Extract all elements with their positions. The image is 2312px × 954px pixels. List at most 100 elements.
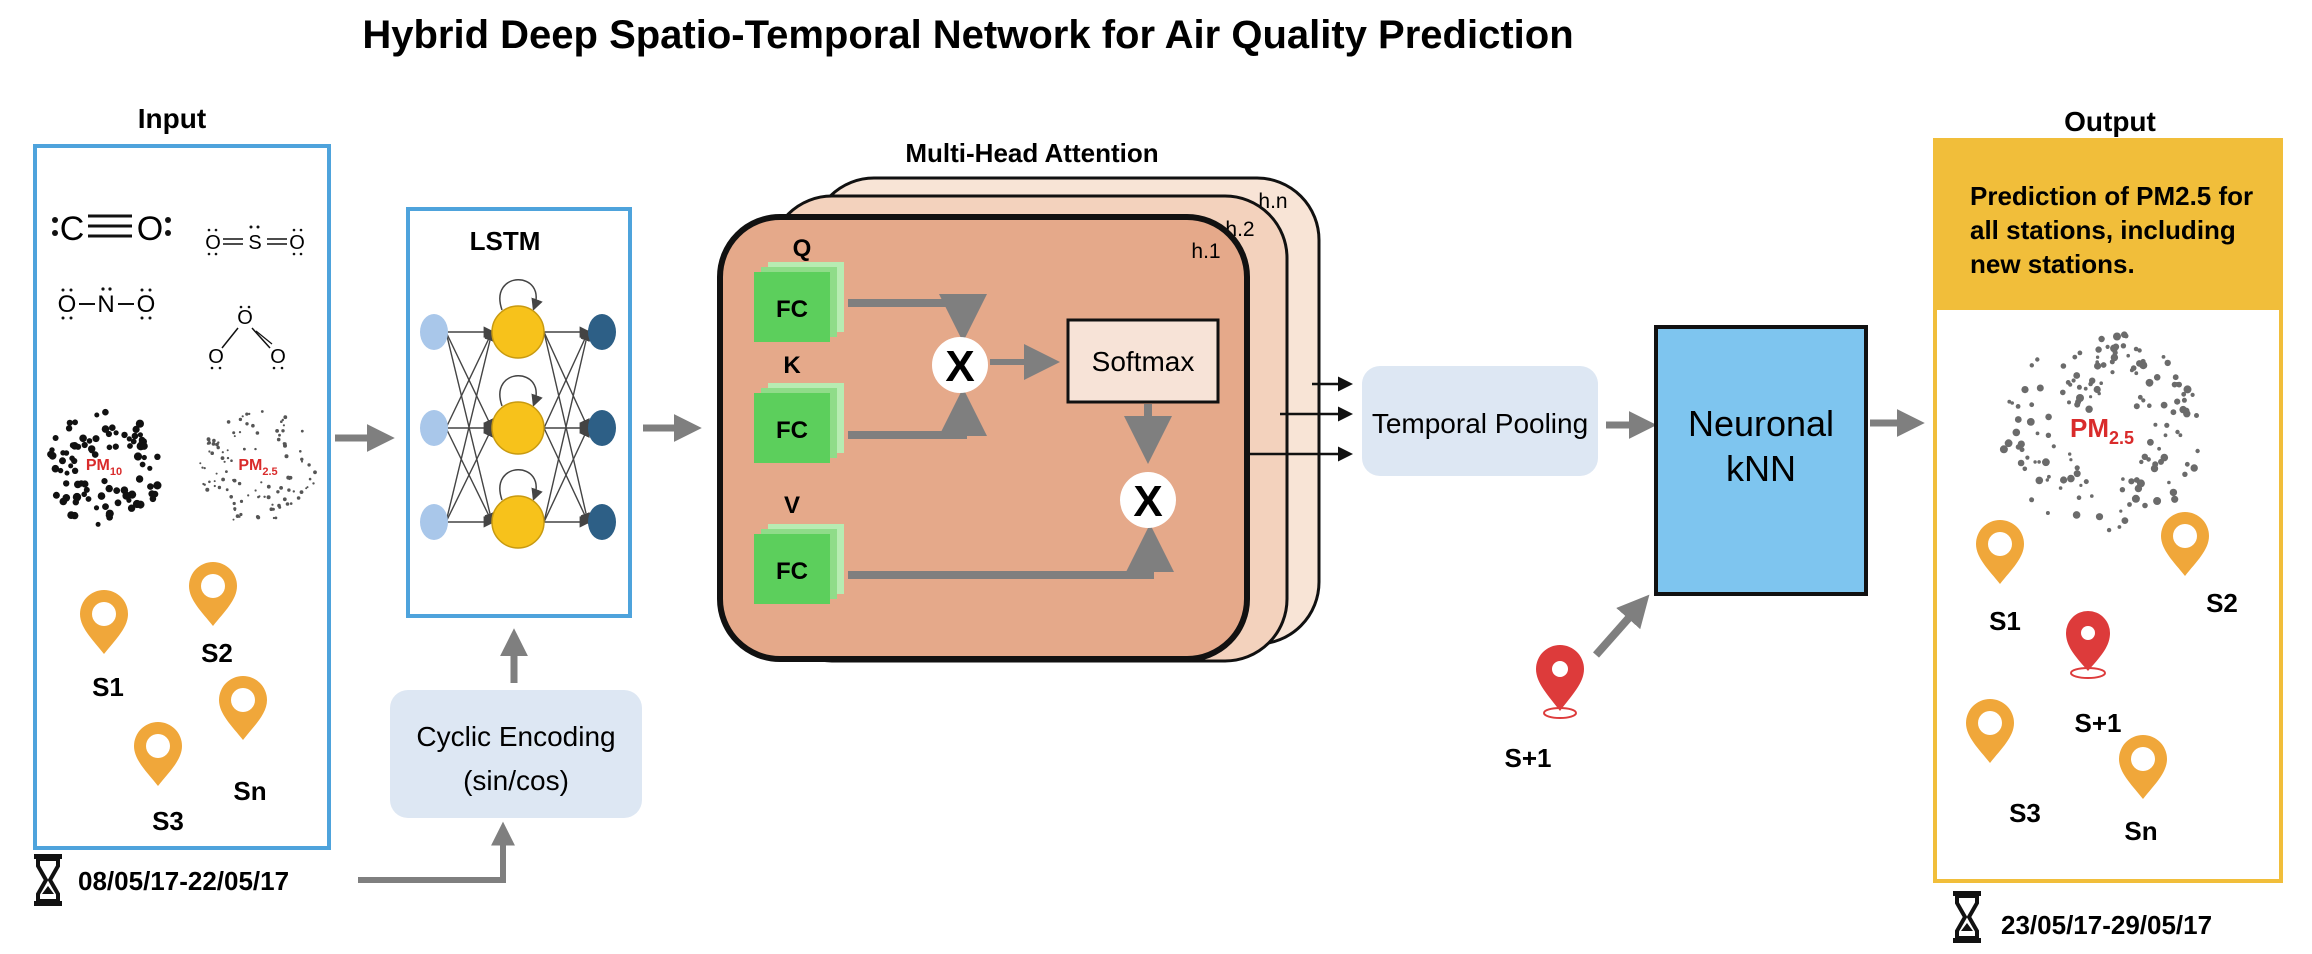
so2-sulfur-label: S <box>248 232 261 254</box>
location-pin-icon <box>1966 699 2014 763</box>
particle-dot <box>217 485 222 490</box>
matmul-v-node <box>1120 472 1176 528</box>
matmul-qk-node <box>932 337 988 393</box>
particle-dot <box>300 457 304 461</box>
particle-dot <box>153 481 162 490</box>
particle-dot <box>2074 401 2081 408</box>
particle-dot <box>91 451 99 458</box>
particle-dot <box>2029 497 2035 503</box>
particle-dot <box>2033 460 2037 464</box>
particle-dot <box>2099 381 2103 386</box>
particle-dot <box>2131 494 2140 503</box>
particle-dot <box>2076 495 2082 501</box>
lstm-edge <box>543 425 590 523</box>
no2-molecule-icon: O N O <box>58 287 155 320</box>
particle-dot <box>2060 389 2066 396</box>
lstm-edge <box>445 329 496 523</box>
particle-dot <box>2178 433 2183 438</box>
pm25-label: PM2.5 <box>238 457 277 478</box>
particle-dot <box>135 419 144 428</box>
particle-dot <box>2152 461 2159 468</box>
particle-dot <box>2182 471 2188 477</box>
particle-dot <box>2147 438 2154 446</box>
lstm-recurrent-loop <box>499 279 543 311</box>
particle-dot <box>2153 422 2158 427</box>
particle-dot <box>2142 502 2148 509</box>
input-station-label: S1 <box>92 672 124 702</box>
particle-dot <box>109 424 116 432</box>
lstm-recurrent-loop <box>499 375 543 407</box>
new-station-pin-icon <box>1536 645 1584 719</box>
particle-dot <box>59 457 66 465</box>
particle-dot <box>2169 488 2178 497</box>
co-carbon-label: C <box>60 210 85 248</box>
lstm-edge <box>445 329 494 429</box>
particle-dot <box>2101 363 2105 367</box>
particle-dot <box>67 511 76 519</box>
particle-dot <box>2147 403 2152 409</box>
particle-dot <box>102 408 109 416</box>
particle-dot <box>52 435 59 441</box>
particle-dot <box>225 470 228 473</box>
particle-dot <box>69 442 76 449</box>
particle-dot <box>279 486 283 490</box>
knn-line2: kNN <box>1726 448 1796 489</box>
particle-dot <box>2106 527 2112 533</box>
prediction-line1: Prediction of PM2.5 for <box>1970 181 2253 211</box>
particle-dot <box>2145 378 2154 387</box>
no2-oxygen1-label: O <box>58 291 77 318</box>
particle-dot <box>59 497 68 506</box>
particle-dot <box>92 435 100 443</box>
particle-dot <box>65 425 73 432</box>
particle-dot <box>307 463 311 467</box>
particle-dot <box>94 412 100 418</box>
particle-dot <box>2134 484 2143 493</box>
lstm-input-node <box>420 314 448 350</box>
particle-dot <box>245 422 249 426</box>
particle-dot <box>2137 394 2143 400</box>
particle-dot <box>2127 502 2132 507</box>
particle-dot <box>2060 476 2068 484</box>
particle-dot <box>81 441 88 449</box>
o3-left-label: O <box>208 346 224 368</box>
lstm-output-node <box>588 314 616 350</box>
fc-value-block: FC <box>754 524 844 604</box>
particle-dot <box>254 447 257 451</box>
particle-dot <box>140 442 148 450</box>
particle-dot <box>132 425 140 433</box>
particle-dot <box>254 489 257 492</box>
lstm-recurrent-loop <box>499 469 543 501</box>
fc-value-label: FC <box>776 558 808 585</box>
particle-dot <box>280 420 283 424</box>
particle-dot <box>285 502 290 506</box>
particle-dot <box>2007 399 2012 404</box>
particle-dot <box>2035 357 2040 362</box>
lstm-edge <box>543 329 592 523</box>
particle-dot <box>292 490 295 493</box>
particle-dot <box>2161 355 2166 359</box>
particle-dot <box>2046 474 2051 479</box>
particle-dot <box>2184 461 2190 467</box>
output-pm25-particles-icon: PM2.5 <box>1999 331 2200 533</box>
lstm-hidden-node <box>491 305 545 359</box>
particle-dot <box>260 481 263 484</box>
lstm-block: LSTM <box>406 207 632 618</box>
particle-dot <box>220 456 225 460</box>
particle-dot <box>2121 331 2128 339</box>
co-oxygen-label: O <box>137 210 163 248</box>
particle-dot <box>2183 385 2192 394</box>
particle-dot <box>248 412 251 416</box>
particle-dot <box>2012 428 2021 437</box>
particle-dot <box>237 481 242 486</box>
particle-dot <box>299 490 304 494</box>
particle-dot <box>101 478 108 485</box>
particle-dot <box>271 503 274 506</box>
particle-dot <box>2051 444 2056 449</box>
particle-dot <box>51 464 60 473</box>
particle-dot <box>2190 464 2198 472</box>
particle-dot <box>2181 397 2187 403</box>
particle-dot <box>2094 362 2102 370</box>
particle-dot <box>2172 374 2179 381</box>
particle-dot <box>97 492 106 500</box>
